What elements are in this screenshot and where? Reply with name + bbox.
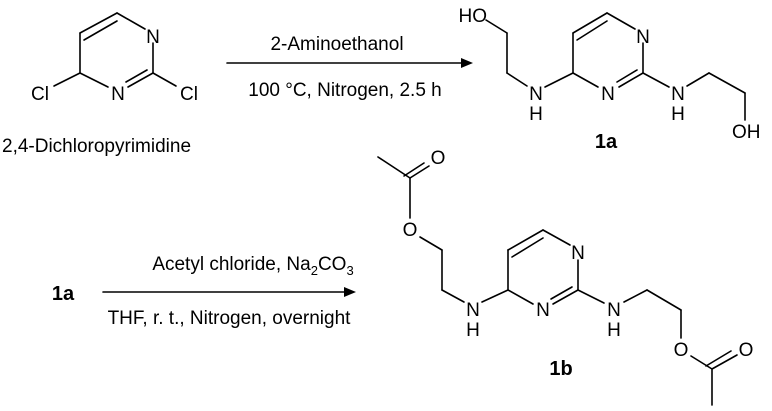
conditions-2: THF, r. t., Nitrogen, overnight — [108, 308, 352, 329]
bond — [83, 20, 118, 41]
bond — [550, 286, 573, 300]
atom-o: O — [674, 340, 689, 361]
product-label-1b: 1b — [549, 358, 572, 380]
atom-n: N — [636, 27, 650, 48]
bond — [623, 289, 648, 303]
bond — [690, 355, 713, 370]
atom-n: N — [671, 84, 685, 105]
atom-cl: Cl — [180, 84, 198, 105]
bond — [506, 72, 528, 87]
atom-n: N — [536, 300, 550, 321]
bond — [618, 72, 644, 88]
bond — [441, 289, 465, 303]
bond — [572, 12, 608, 34]
bond — [511, 237, 544, 258]
bond — [705, 350, 732, 367]
atom-n: N — [571, 243, 585, 264]
bond — [507, 289, 534, 305]
bond — [409, 165, 430, 179]
bond — [79, 72, 109, 88]
bond — [616, 69, 638, 83]
reactant-label: 2,4-Dichloropyrimidine — [2, 136, 191, 157]
bond — [646, 289, 682, 311]
bond — [377, 156, 411, 179]
product-label-1a: 1a — [595, 131, 618, 153]
atom-n: N — [146, 27, 160, 48]
bond — [79, 12, 118, 34]
bond — [642, 72, 670, 88]
bond — [708, 72, 746, 94]
reaction-arrow-1 — [226, 58, 473, 68]
atom-o: O — [739, 340, 754, 361]
dichloropyrimidine-structure: N N Cl Cl — [31, 12, 198, 105]
atom-h: H — [466, 320, 480, 341]
atom-cl: Cl — [31, 84, 49, 105]
conditions-1: 100 °C, Nitrogen, 2.5 h — [248, 80, 442, 101]
bond — [481, 289, 509, 303]
bond — [576, 20, 608, 41]
bond — [686, 72, 710, 87]
bond — [152, 72, 177, 87]
bond — [711, 354, 738, 370]
bond — [127, 72, 154, 88]
bond — [485, 19, 508, 34]
atom-h: H — [607, 320, 621, 341]
bond — [606, 12, 636, 30]
atom-n: N — [466, 300, 480, 321]
reaction-arrow-2 — [102, 287, 356, 297]
bond — [53, 72, 81, 87]
atom-o: O — [403, 220, 418, 241]
atom-n: N — [529, 84, 543, 105]
hydroxyl-group: HO — [459, 6, 488, 27]
bond — [542, 229, 571, 246]
bond — [577, 289, 605, 304]
bond — [403, 162, 425, 177]
bond — [572, 72, 599, 88]
reactant-label-1a: 1a — [52, 283, 75, 305]
bond — [419, 236, 443, 251]
atom-n: N — [601, 84, 615, 105]
bond — [116, 12, 146, 30]
bond — [125, 69, 148, 83]
hydroxyl-group: OH — [732, 122, 761, 143]
atom-n: N — [111, 84, 125, 105]
bond — [552, 289, 579, 305]
atom-o: O — [431, 148, 446, 169]
reagent-1: 2-Aminoethanol — [270, 34, 403, 55]
reagent-2: Acetyl chloride, Na2CO3 — [152, 254, 353, 278]
bond — [507, 229, 544, 251]
atom-n: N — [607, 300, 621, 321]
bond — [544, 72, 574, 88]
atom-h: H — [529, 104, 543, 125]
atom-h: H — [671, 104, 685, 125]
product-1b-structure: O O N H N N N H O O — [377, 148, 754, 406]
product-1a-structure: N N N H N H HO OH — [459, 6, 761, 143]
